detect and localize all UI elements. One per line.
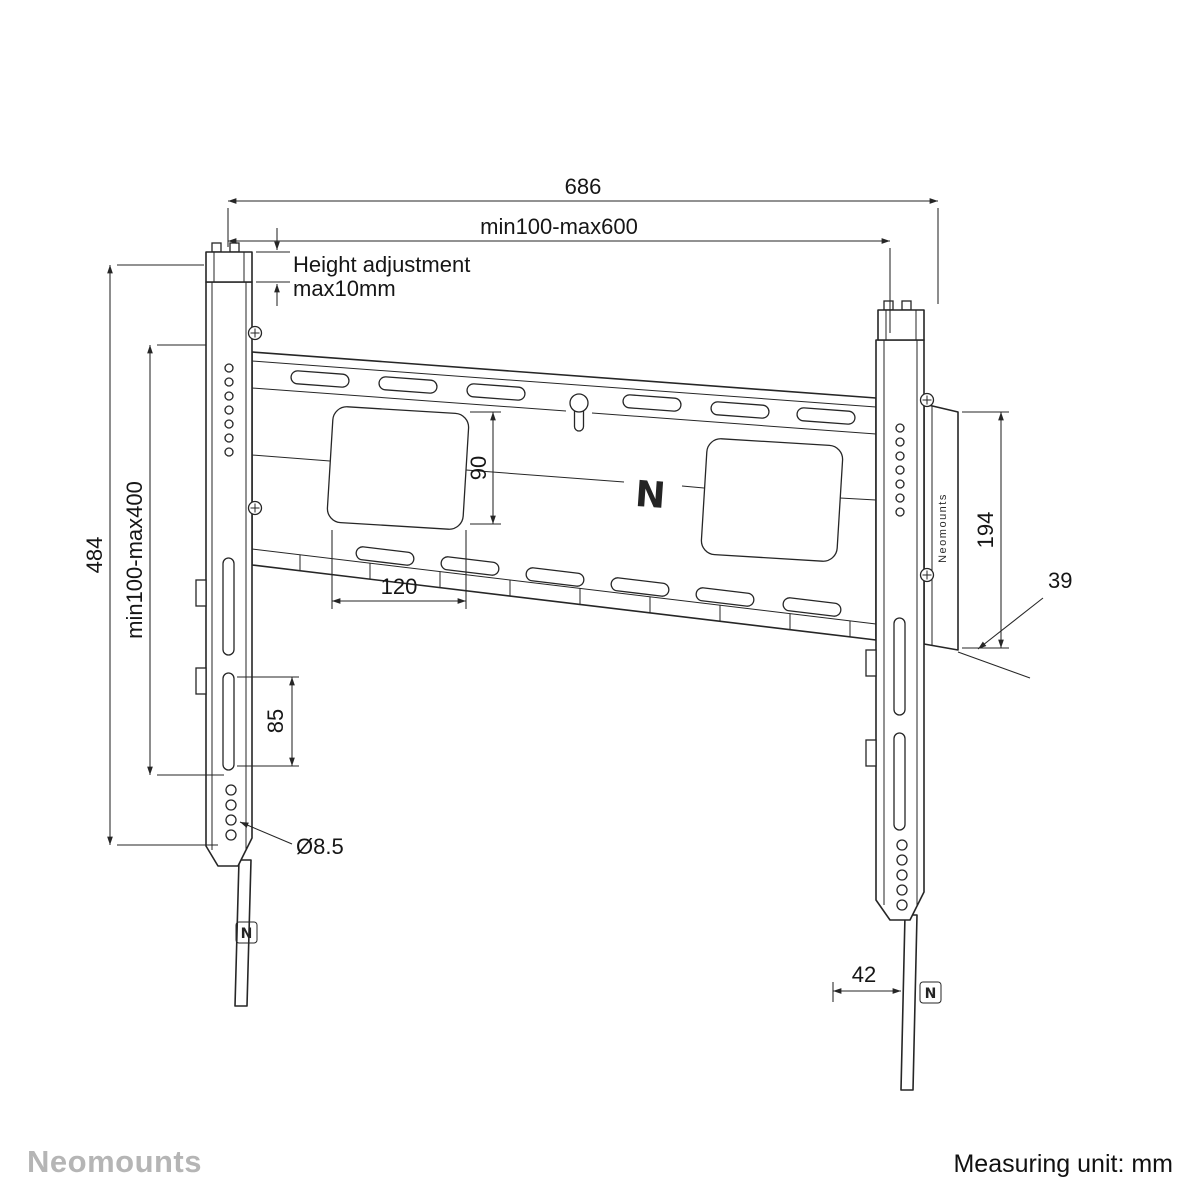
right-bracket-screw-top [919, 392, 935, 408]
plate-cutout-right [700, 438, 844, 562]
dimension-cutout-height: 90 [466, 411, 501, 525]
left-bracket-top-cap [205, 251, 253, 283]
dimension-plate-depth: 39 [957, 568, 1072, 679]
right-bracket: N [865, 300, 942, 1091]
bracket-side-brand-label: Neomounts [937, 493, 949, 563]
left-bracket-slot-lower [222, 672, 235, 771]
dimension-total-height-label: 484 [82, 537, 107, 574]
dimension-vesa-width-label: min100-max600 [480, 214, 638, 239]
right-bracket-slot-upper [893, 617, 906, 716]
dimension-bracket-offset: 42 [832, 962, 901, 1002]
dimension-bracket-offset-label: 42 [852, 962, 876, 987]
right-bracket-top-cap [877, 309, 925, 341]
neomounts-logo-icon: N [241, 926, 253, 942]
dimension-plate-end-height-label: 194 [973, 512, 998, 549]
dimension-total-height: 484 [82, 264, 218, 846]
height-adjustment-label-line1: Height adjustment [293, 252, 470, 277]
dimension-total-width: 686 [227, 174, 939, 304]
right-bracket-slot-lower [893, 732, 906, 831]
dimension-vesa-height-label: min100-max400 [122, 481, 147, 639]
right-bracket-mounting-holes [896, 839, 908, 911]
wall-plate: N Neomounts [251, 351, 959, 651]
dimension-cutout-width-label: 120 [381, 574, 418, 599]
neomounts-logo-icon: N [925, 986, 937, 1002]
footer-brand-logo: Neomounts [27, 1144, 202, 1179]
measuring-unit-note: Measuring unit: mm [953, 1150, 1173, 1178]
dimension-total-width-label: 686 [565, 174, 602, 199]
dimension-vesa-width: min100-max600 [228, 214, 891, 333]
dimension-slot-length: 85 [237, 676, 299, 767]
neomounts-logo-icon: N [634, 474, 667, 517]
right-bracket-tail [900, 914, 918, 1091]
left-bracket-slot-upper [222, 557, 235, 656]
vesa-slots-bottom-row [355, 546, 842, 617]
dimension-plate-depth-label: 39 [1048, 568, 1072, 593]
vesa-slots-top-row [290, 370, 856, 425]
dimension-cutout-width: 120 [331, 530, 467, 609]
dimension-slot-length-label: 85 [263, 709, 288, 733]
left-bracket-tail [234, 859, 252, 1007]
dimension-hole-diameter: Ø8.5 [239, 821, 344, 859]
dimension-vesa-height: min100-max400 [122, 344, 224, 776]
dimension-plate-end-height: 194 [962, 411, 1009, 649]
right-bracket-screw-bottom [919, 567, 935, 583]
right-bracket-adjustment-holes [895, 423, 905, 517]
flange-notches [299, 555, 851, 637]
dimension-cutout-height-label: 90 [466, 456, 491, 480]
keyhole-slot [569, 393, 589, 432]
left-bracket-mounting-holes [225, 784, 237, 841]
height-adjustment-label-line2: max10mm [293, 276, 396, 301]
plate-end-flange: Neomounts [923, 403, 959, 651]
dimensions: 686 min100-max600 Height adjustment max1… [82, 174, 1072, 1002]
dimension-hole-diameter-label: Ø8.5 [296, 834, 344, 859]
left-bracket: N [195, 242, 263, 1007]
left-bracket-adjustment-holes [224, 363, 234, 457]
plate-cutout-left [326, 406, 470, 530]
left-bracket-screw-top [247, 325, 263, 341]
dimension-height-adjustment: Height adjustment max10mm [256, 228, 470, 306]
left-bracket-screw-bottom [247, 500, 263, 516]
